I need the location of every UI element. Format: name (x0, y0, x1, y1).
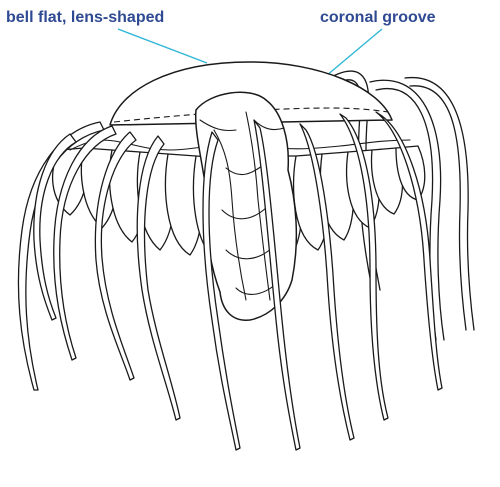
bell-leader-line (118, 29, 207, 63)
coronal-groove-label: coronal groove (320, 9, 436, 26)
bell-label: bell flat, lens-shaped (6, 9, 164, 26)
jellyfish-illustration (18, 62, 474, 450)
